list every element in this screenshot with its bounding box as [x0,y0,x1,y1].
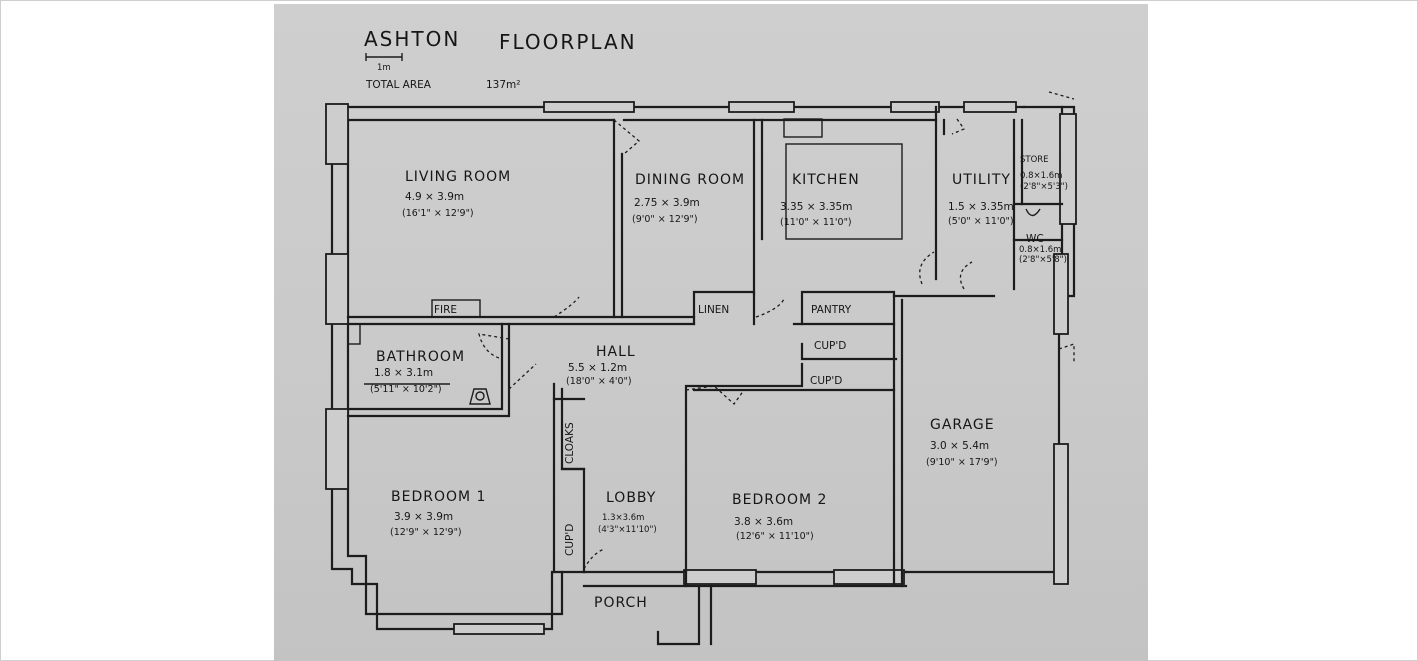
room-size-living: 4.9 × 3.9m [405,191,464,203]
plan-subtitle: FLOORPLAN [499,30,637,54]
room-lobby: LOBBY 1.3×3.6m (4'3"×11'10") [598,490,657,535]
room-size-lobby: 1.3×3.6m [602,513,644,523]
room-imperial-hall: (18'0" × 4'0") [566,376,632,387]
room-size-dining: 2.75 × 3.9m [634,197,700,209]
bathroom-fixtures [364,383,491,405]
cloaks-label: CLOAKS [564,422,576,464]
room-imperial-garage: (9'10" × 17'9") [926,457,998,468]
room-name-wc: WC [1026,233,1044,245]
cupboard-label-upper: CUP'D [814,340,846,352]
room-size-store: 0.8×1.6m [1020,171,1062,181]
room-living: LIVING ROOM 4.9 × 3.9m (16'1" × 12'9") [402,169,511,219]
room-bedroom2: BEDROOM 2 3.8 × 3.6m (12'6" × 11'10") [732,492,827,542]
room-name-garage: GARAGE [930,417,995,433]
room-imperial-dining: (9'0" × 12'9") [632,214,698,225]
cupboard-label-lower: CUP'D [810,375,842,387]
room-imperial-wc: (2'8"×5'8") [1019,255,1067,265]
room-size-utility: 1.5 × 3.35m [948,201,1014,213]
room-name-bedroom2: BEDROOM 2 [732,492,827,508]
scale-bar [365,53,403,61]
room-imperial-bedroom1: (12'9" × 12'9") [390,527,462,538]
room-imperial-utility: (5'0" × 11'0") [948,216,1014,227]
room-size-wc: 0.8×1.6m [1019,245,1061,255]
floorplan-drawing: ASHTON FLOORPLAN 1m TOTAL AREA 137m² [325,27,1077,646]
room-size-bedroom1: 3.9 × 3.9m [394,511,453,523]
room-name-store: STORE [1020,155,1049,165]
total-area-label: TOTAL AREA [365,79,432,91]
room-imperial-store: (2'8"×5'3") [1020,182,1068,192]
room-size-kitchen: 3.35 × 3.35m [780,201,852,213]
room-size-hall: 5.5 × 1.2m [568,362,627,374]
plan-title: ASHTON [364,27,460,51]
scale-label: 1m [377,63,391,73]
room-garage: GARAGE 3.0 × 5.4m (9'10" × 17'9") [926,417,998,468]
room-utility: UTILITY 1.5 × 3.35m (5'0" × 11'0") [948,172,1014,227]
pantry-label: PANTRY [811,304,852,316]
room-imperial-bathroom: (5'11" × 10'2") [370,384,442,395]
room-name-bathroom: BATHROOM [376,349,465,365]
wc-fixtures [1025,208,1041,217]
room-hall: HALL 5.5 × 1.2m (18'0" × 4'0") [566,344,636,387]
room-name-dining: DINING ROOM [635,172,745,188]
linen-label: LINEN [698,304,729,316]
room-bedroom1: BEDROOM 1 3.9 × 3.9m (12'9" × 12'9") [390,489,486,538]
door-swings [478,91,1075,570]
room-store: STORE 0.8×1.6m (2'8"×5'3") [1020,155,1068,192]
room-name-utility: UTILITY [952,172,1011,188]
room-imperial-bedroom2: (12'6" × 11'10") [736,531,814,542]
interior-walls [346,105,1064,588]
room-kitchen: KITCHEN 3.35 × 3.35m (11'0" × 11'0") [780,172,860,228]
room-name-bedroom1: BEDROOM 1 [391,489,486,505]
lobby-cupboard-label: CUP'D [564,524,576,556]
room-name-lobby: LOBBY [606,490,656,506]
total-area-value: 137m² [486,79,520,91]
room-name-kitchen: KITCHEN [792,172,860,188]
room-imperial-kitchen: (11'0" × 11'0") [780,217,852,228]
fire-label: FIRE [434,304,457,316]
paper-sheet [274,4,1148,661]
room-name-living: LIVING ROOM [405,169,511,185]
room-wc: WC 0.8×1.6m (2'8"×5'8") [1019,233,1067,265]
room-dining: DINING ROOM 2.75 × 3.9m (9'0" × 12'9") [632,172,745,225]
room-imperial-lobby: (4'3"×11'10") [598,525,657,535]
porch-label: PORCH [594,595,648,611]
room-name-hall: HALL [596,344,636,360]
room-size-bathroom: 1.8 × 3.1m [374,367,433,379]
room-imperial-living: (16'1" × 12'9") [402,208,474,219]
room-size-garage: 3.0 × 5.4m [930,440,989,452]
room-size-bedroom2: 3.8 × 3.6m [734,516,793,528]
room-bathroom: BATHROOM 1.8 × 3.1m (5'11" × 10'2") [370,349,465,395]
windows [325,101,1077,635]
